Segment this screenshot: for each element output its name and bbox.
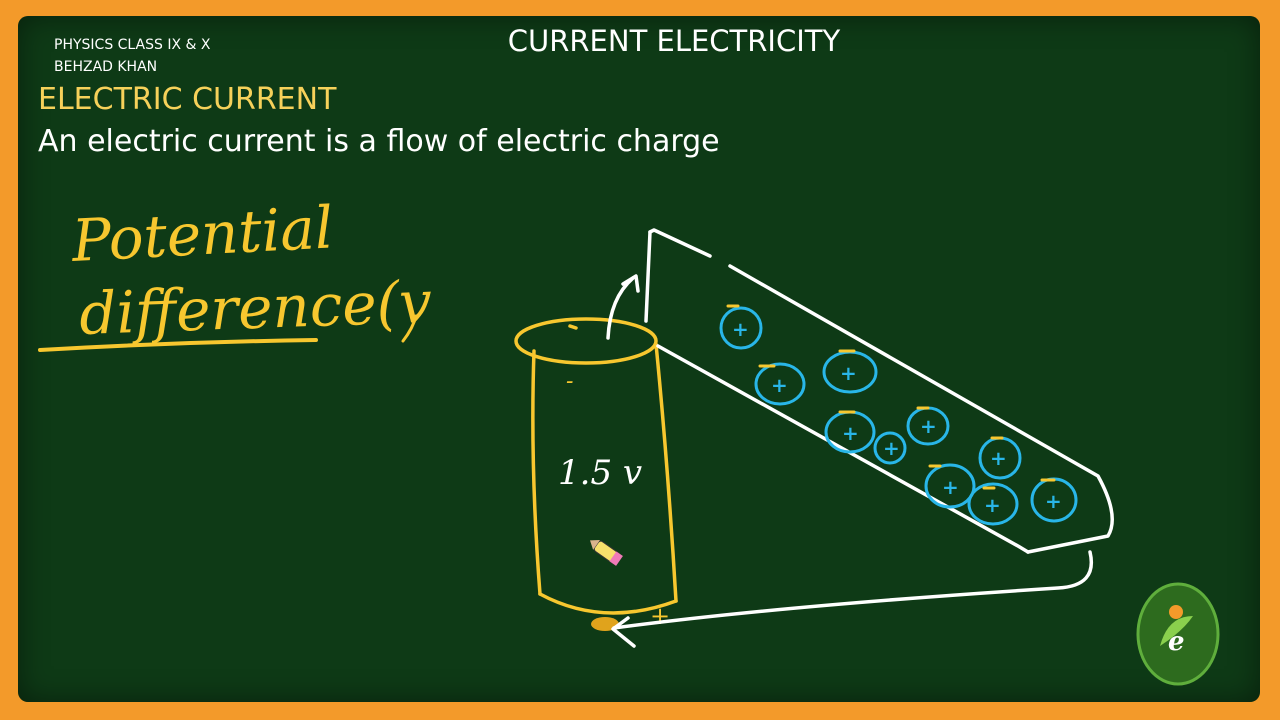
handwriting-stroke [401, 314, 418, 343]
lesson-title: CURRENT ELECTRICITY [507, 24, 841, 58]
charge-circle [754, 362, 806, 406]
charge-sign: + [942, 475, 959, 499]
course-info: PHYSICS CLASS IX & X BEHZAD KHAN [54, 34, 210, 78]
svg-text:e: e [1168, 627, 1185, 657]
topic-heading: ELECTRIC CURRENT [38, 82, 337, 117]
battery-terminal [591, 617, 619, 631]
chalkboard: PHYSICS CLASS IX & X BEHZAD KHAN CURRENT… [18, 16, 1260, 702]
battery-plus: + [650, 602, 670, 630]
charge-sign: + [842, 421, 859, 445]
battery-cell [514, 317, 678, 615]
charge-sign: + [1045, 489, 1062, 513]
course-name: PHYSICS CLASS IX & X [54, 37, 211, 53]
charge-circle [719, 306, 763, 350]
charge-circle [873, 431, 907, 465]
teacher-name: BEHZAD KHAN [54, 59, 158, 75]
chalk-drawing: Potential difference(v - + 1.5 v [38, 193, 1220, 686]
charge-signs: + + + + + + + + + + [732, 317, 1062, 517]
charge-sign: + [984, 493, 1001, 517]
charge-sign: + [990, 446, 1007, 470]
charge-circle [924, 463, 976, 509]
battery-minus: - [566, 369, 573, 394]
underline-stroke [38, 338, 318, 352]
charge-sign: + [840, 361, 857, 385]
charges-group [719, 306, 1078, 526]
charge-circle [967, 482, 1019, 526]
charge-sign: + [883, 436, 900, 460]
charge-sign: + [771, 373, 788, 397]
education-logo-icon: e [1136, 582, 1220, 686]
charge-sign: + [732, 317, 749, 341]
handwritten-difference: difference(v [78, 268, 433, 348]
topic-definition: An electric current is a flow of electri… [38, 124, 720, 159]
charge-minus-marks [726, 304, 1056, 490]
battery-voltage-label: 1.5 v [558, 453, 642, 493]
handwritten-potential: Potential [69, 193, 335, 275]
incline-tube [606, 228, 1114, 648]
pencil-cursor-icon [590, 540, 623, 566]
charge-sign: + [920, 414, 937, 438]
